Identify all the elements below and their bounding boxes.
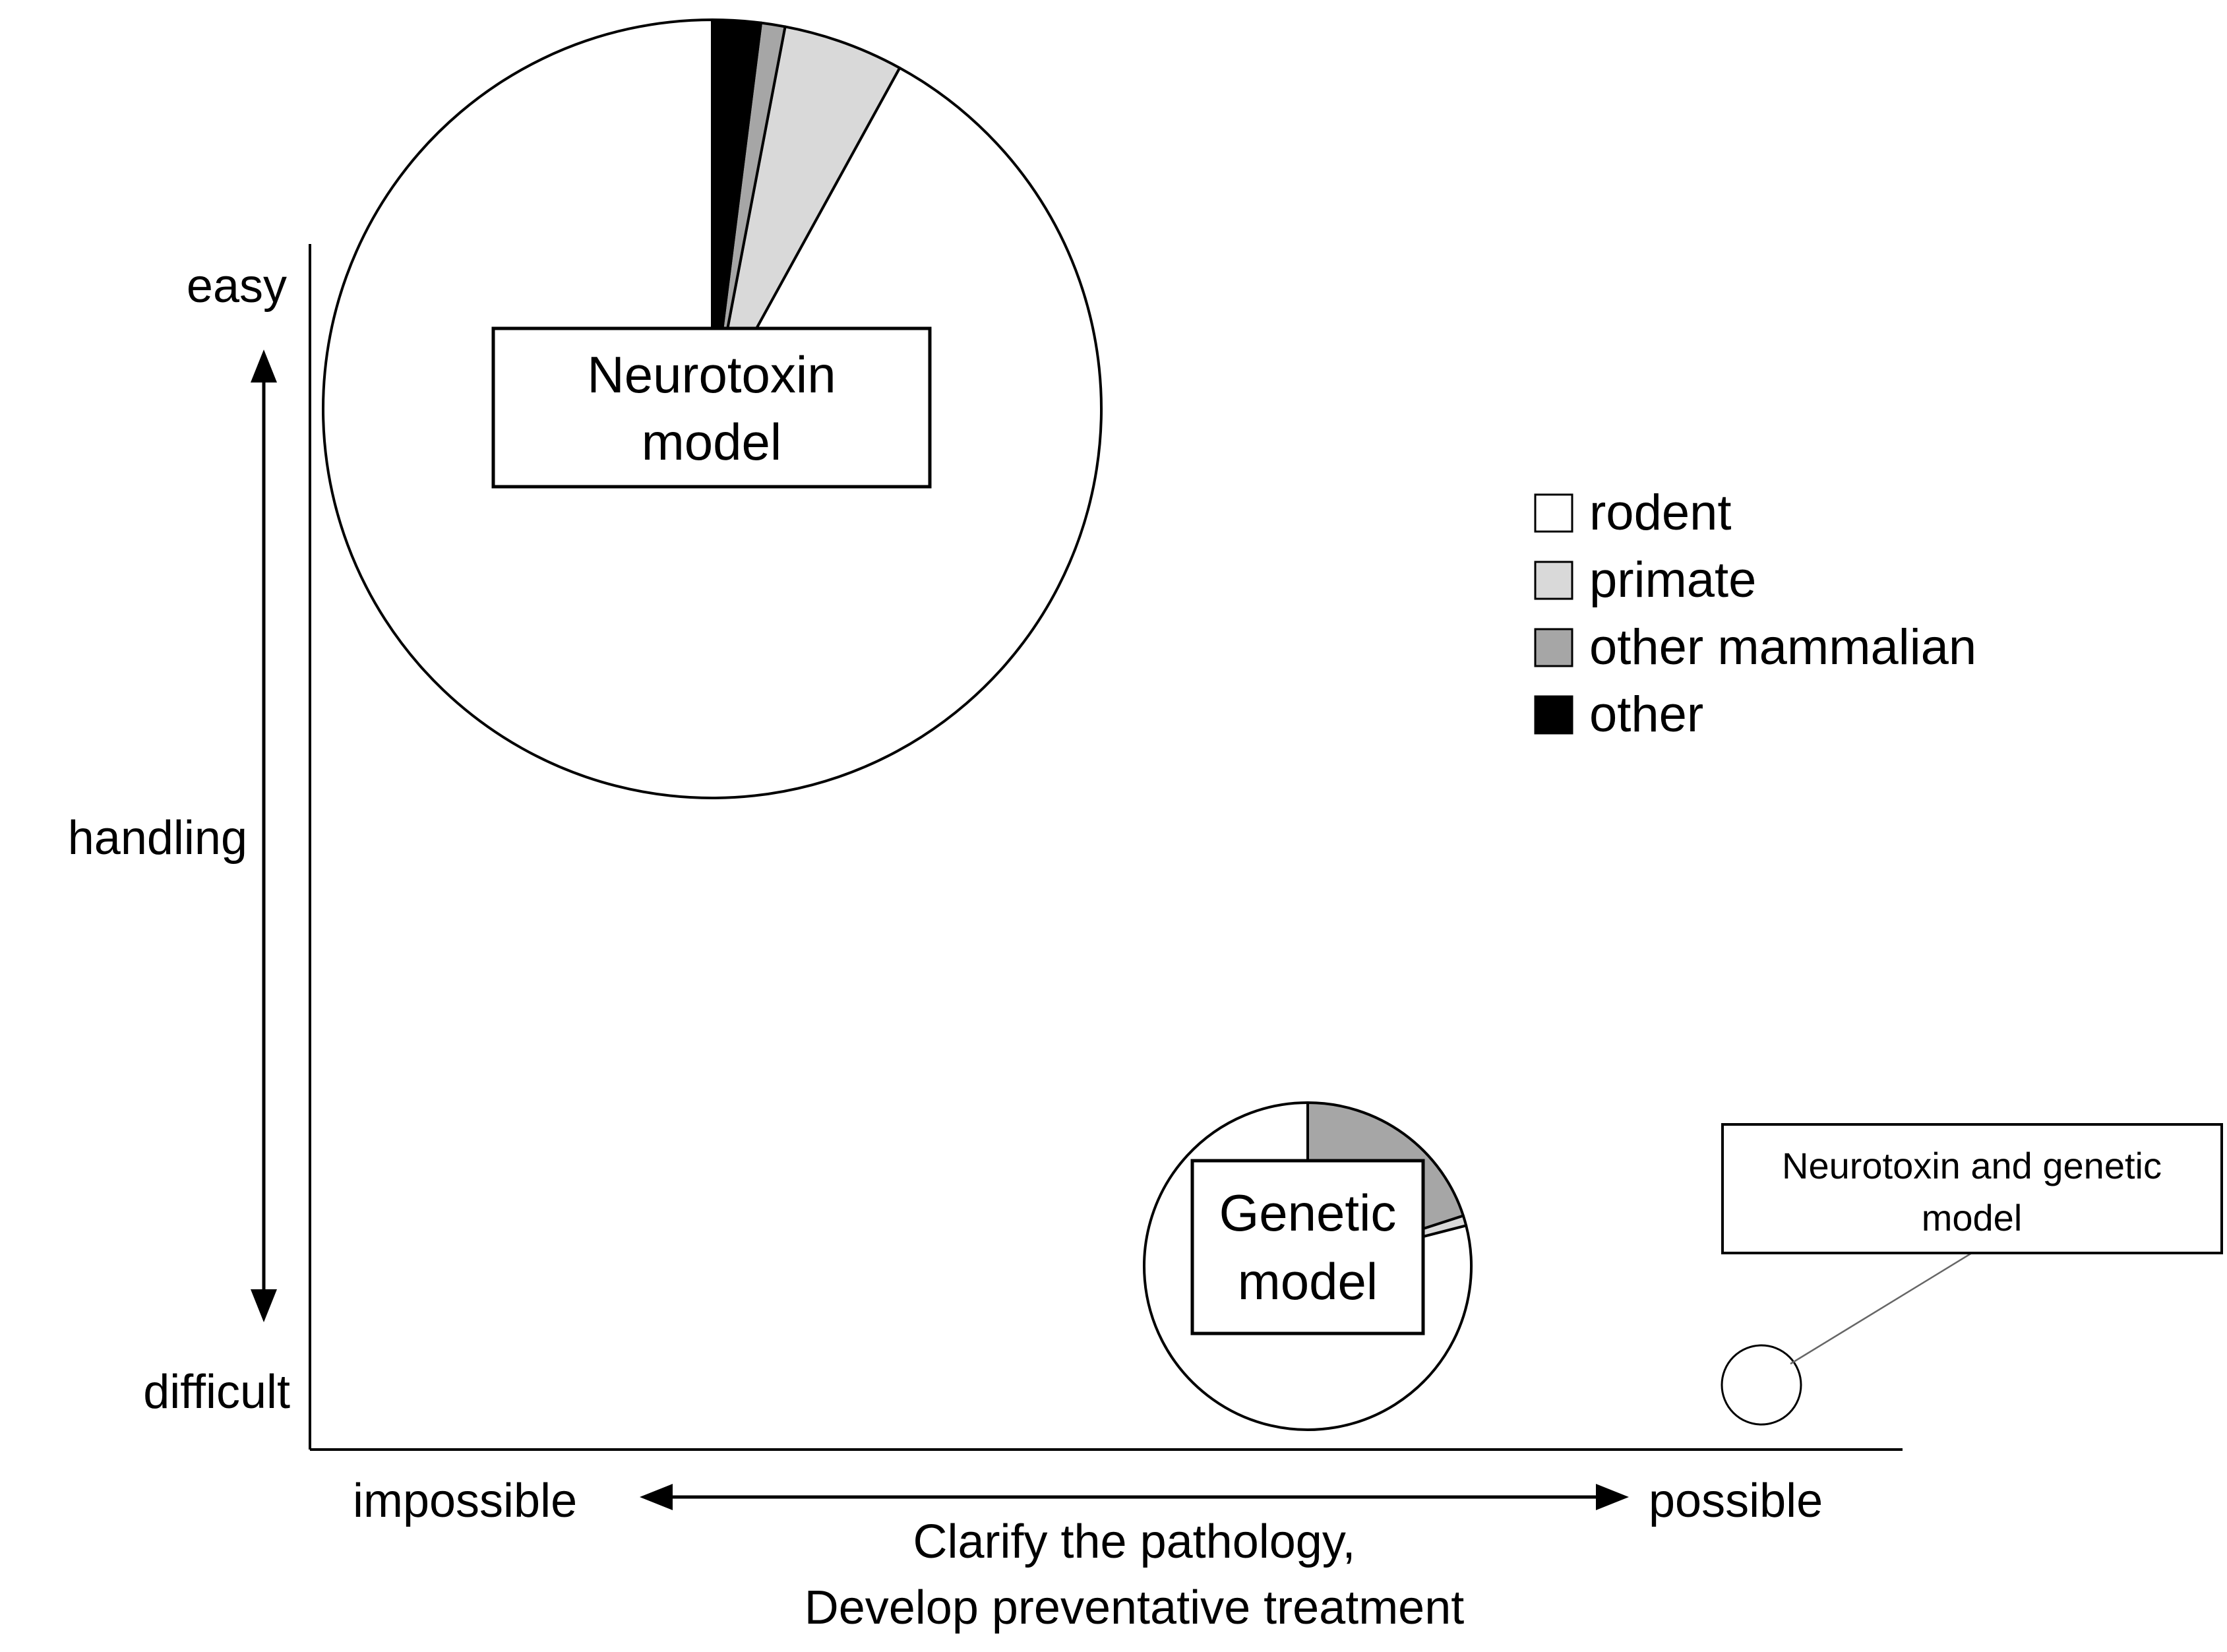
combined-model-label-line1: Neurotoxin and genetic	[1782, 1145, 2162, 1186]
y-bottom-label: difficult	[143, 1366, 290, 1419]
y-mid-label: handling	[68, 812, 247, 865]
x-caption-line2: Develop preventative treatment	[805, 1581, 1465, 1634]
x-right-label: possible	[1649, 1475, 1823, 1527]
legend-label-rodent: rodent	[1589, 485, 1732, 541]
legend-swatch-other-mammalian	[1534, 628, 1573, 667]
legend-swatch-rodent	[1534, 493, 1573, 533]
legend: rodent primate other mammalian other	[1534, 485, 1976, 743]
legend-label-primate: primate	[1589, 552, 1756, 608]
y-top-label: easy	[187, 260, 287, 313]
neurotoxin-and-genetic-model-pie	[1721, 1344, 1802, 1426]
genetic-model-label-line2: model	[1238, 1252, 1378, 1310]
leader-line	[1790, 1252, 1972, 1365]
pie-slice-rodent	[1721, 1344, 1802, 1426]
genetic-model-label-line1: Genetic	[1219, 1184, 1397, 1242]
neurotoxin-model-label-line2: model	[642, 413, 781, 471]
legend-swatch-primate	[1534, 561, 1573, 600]
neurotoxin-and-genetic-model-box: Neurotoxin and genetic model	[1721, 1123, 2223, 1254]
pie-slice-primate	[711, 25, 901, 410]
x-left-label: impossible	[353, 1475, 577, 1527]
neurotoxin-model-label-line1: Neurotoxin	[587, 346, 836, 404]
handling-arrow	[251, 350, 277, 1322]
legend-swatch-other	[1534, 695, 1573, 735]
genetic-model-box: Genetic model	[1190, 1159, 1425, 1335]
legend-label-other-mammalian: other mammalian	[1589, 619, 1976, 675]
pie-slice-other	[711, 18, 762, 410]
legend-label-other: other	[1589, 687, 1703, 743]
x-caption-line1: Clarify the pathology,	[913, 1515, 1355, 1568]
neurotoxin-model-box: Neurotoxin model	[491, 326, 932, 489]
clarify-arrow	[640, 1484, 1629, 1510]
combined-model-label-line2: model	[1922, 1197, 2023, 1239]
